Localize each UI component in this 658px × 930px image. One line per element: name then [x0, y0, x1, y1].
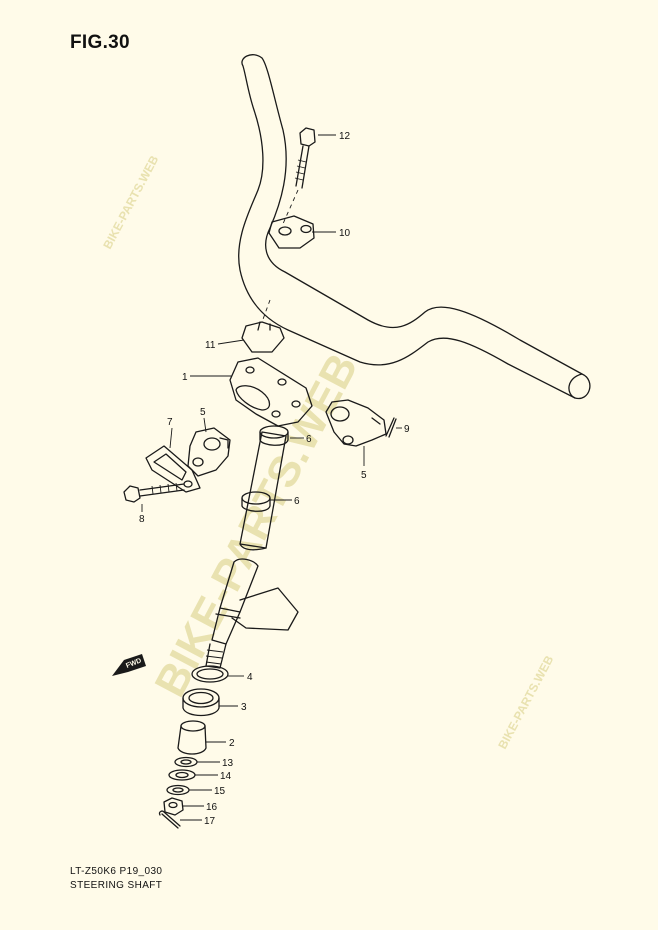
callout-10[interactable]: 10 [339, 228, 351, 239]
shaft-holder-left [187, 427, 231, 477]
washer-14 [168, 769, 196, 781]
fwd-arrow-icon: FWD [112, 654, 146, 676]
handlebar-upper-holder [268, 215, 315, 249]
callout-1[interactable]: 1 [182, 372, 188, 383]
callout-4[interactable]: 4 [247, 672, 253, 683]
callout-2[interactable]: 2 [229, 738, 235, 749]
callout-11[interactable]: 11 [205, 340, 216, 351]
bolt-12 [281, 127, 316, 227]
callout-7[interactable]: 7 [167, 417, 173, 428]
figure-title: FIG.30 [70, 32, 130, 53]
ring-4 [191, 665, 229, 683]
nut-16 [163, 797, 184, 816]
callout-5-left[interactable]: 5 [200, 407, 206, 418]
callout-14[interactable]: 14 [220, 771, 232, 782]
bolt-8 [123, 482, 185, 503]
watermark-large: BIKE-PARTS.WEB [146, 346, 368, 705]
steering-bracket [229, 357, 313, 427]
callout-13[interactable]: 13 [222, 758, 234, 769]
figure-code: LT-Z50K6 P19_030 [70, 866, 163, 877]
callout-labels: 12 10 11 1 5 7 6 9 5 6 8 4 3 2 13 14 15 … [139, 131, 410, 827]
watermark-group: BIKE-PARTS.WEB BIKE-PARTS.WEB BIKE-PARTS… [100, 153, 556, 751]
bearing-3 [182, 688, 220, 717]
pin-9 [385, 417, 397, 438]
watermark-small-top: BIKE-PARTS.WEB [100, 153, 161, 251]
callout-15[interactable]: 15 [214, 786, 226, 797]
lock-plate-7 [145, 445, 201, 493]
callout-8[interactable]: 8 [139, 514, 145, 525]
shaft-lower [205, 558, 299, 669]
handlebar-lower-holder [241, 299, 285, 353]
watermark-small-bottom: BIKE-PARTS.WEB [495, 653, 556, 751]
bush-2 [177, 720, 207, 755]
leader-lines [141, 134, 402, 821]
cotter-pin-17 [158, 810, 181, 829]
shaft-holder-right [325, 399, 387, 447]
callout-3[interactable]: 3 [241, 702, 247, 713]
figure-name: STEERING SHAFT [70, 880, 163, 891]
washer-13 [174, 756, 198, 768]
callout-12[interactable]: 12 [339, 131, 351, 142]
shaft-upper [239, 425, 289, 551]
callout-5-right[interactable]: 5 [361, 470, 367, 481]
callout-6-lower[interactable]: 6 [294, 496, 300, 507]
callout-6-upper[interactable]: 6 [306, 434, 312, 445]
callout-9[interactable]: 9 [404, 424, 410, 435]
washer-15 [166, 784, 190, 796]
callout-16[interactable]: 16 [206, 802, 218, 813]
handlebar [238, 54, 591, 400]
callout-17[interactable]: 17 [204, 816, 216, 827]
